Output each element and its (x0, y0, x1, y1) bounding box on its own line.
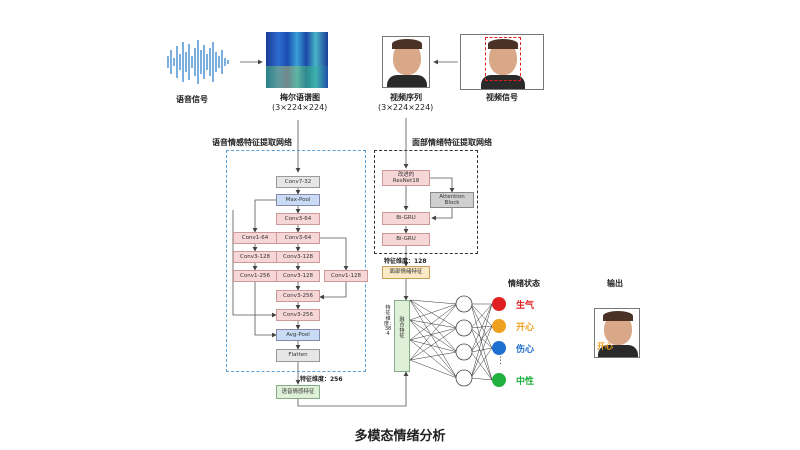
fusion-dim-text: 特征维度：384 (384, 305, 395, 338)
layer-bigru-1: Bi-GRU (382, 212, 430, 225)
speech-dim-label: 特征维度：256 (300, 376, 343, 383)
layer-flatten: Flatten (276, 349, 320, 362)
mel-dims: (3×224×224) (272, 103, 328, 112)
speech-feature-box: 语音情感特征 (276, 385, 320, 399)
emotion-state-title: 情绪状态 (508, 279, 540, 288)
layer-conv3-64-a: Conv3-64 (276, 213, 320, 225)
fusion-feature-text: 融合特征 (399, 317, 405, 339)
face-detection-box (485, 37, 521, 81)
video-seq-label: 视频序列 (390, 93, 422, 102)
layer-bigru-2: Bi-GRU (382, 233, 430, 246)
layer-conv1-128: Conv1-128 (324, 270, 368, 282)
output-title: 输出 (607, 279, 623, 288)
layer-resnet18: 改进的 ResNet18 (382, 170, 430, 186)
figure-caption: 多模态情绪分析 (354, 429, 446, 444)
layer-avg-pool: Avg-Pool (276, 329, 320, 341)
speech-net-title: 语音情感特征提取网络 (212, 138, 292, 147)
face-feature-box: 面部情绪特征 (382, 266, 430, 279)
layer-conv7-32: Conv7-32 (276, 176, 320, 188)
output-emotion-text: 开心 (597, 342, 613, 351)
face-net-title: 面部情绪特征提取网络 (412, 138, 492, 147)
speech-net-frame (226, 150, 366, 372)
output-neurons (492, 297, 506, 387)
layer-conv3-256-a: Conv3-256 (276, 290, 320, 302)
video-seq-dims: (3×224×224) (378, 103, 434, 112)
video-signal-label: 视频信号 (486, 93, 518, 102)
layer-conv3-128-b: Conv3-128 (276, 251, 320, 263)
layer-conv1-64: Conv1-64 (233, 232, 277, 244)
output-face-image: 开心 (594, 308, 640, 358)
layer-max-pool: Max-Pool (276, 194, 320, 206)
layer-conv3-64-b: Conv3-64 (276, 232, 320, 244)
layer-conv3-128-a: Conv3-128 (233, 251, 277, 263)
video-signal-image (460, 34, 544, 90)
mel-spectrogram-image (266, 32, 328, 88)
hidden-neurons (455, 295, 473, 387)
waveform-image (167, 40, 229, 84)
speech-signal-label: 语音信号 (176, 95, 208, 104)
fc-connections (409, 299, 493, 381)
face-net-frame (374, 150, 478, 254)
emotion-ellipsis: ⋮ (496, 356, 505, 366)
face-dim-label: 特征维度：128 (384, 258, 427, 265)
layer-conv3-128-c: Conv3-128 (276, 270, 320, 282)
emotion-sad: 伤心 (516, 345, 535, 355)
fusion-vector (394, 300, 410, 372)
layer-attention-block: Attention Block (430, 192, 474, 208)
emotion-neutral: 中性 (516, 377, 535, 387)
emotion-angry: 生气 (516, 301, 535, 311)
video-sequence-image (382, 36, 430, 88)
layer-conv1-256: Conv1-256 (233, 270, 277, 282)
mel-label: 梅尔语谱图 (280, 93, 320, 102)
emotion-happy: 开心 (516, 323, 535, 333)
layer-conv3-256-b: Conv3-256 (276, 309, 320, 321)
